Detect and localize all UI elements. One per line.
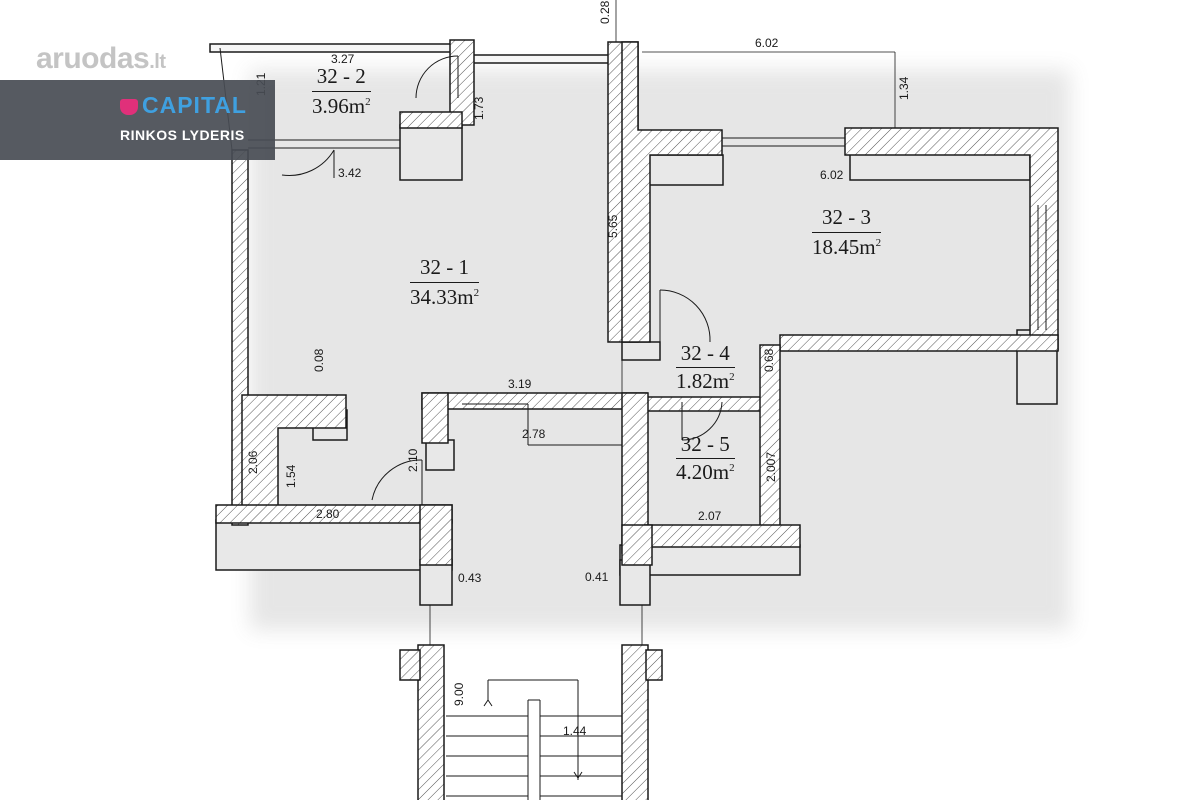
room-32-4: 32 - 4 1.82m2 [676, 341, 735, 393]
room-id: 32 - 3 [822, 205, 872, 229]
dimension-label: 1.34 [897, 76, 911, 100]
room-32-5: 32 - 5 4.20m2 [676, 432, 735, 484]
dimension-label: 2.80 [316, 507, 340, 521]
room-32-2: 32 - 2 3.96m2 [312, 64, 371, 118]
door-swings [281, 55, 723, 505]
dimension-label: 9.00 [452, 682, 466, 706]
dimension-label: 1.73 [472, 96, 486, 120]
room-area: 34.33m [410, 285, 474, 309]
room-area: 18.45m [812, 235, 876, 259]
house-icon [120, 98, 138, 115]
room-area: 3.96m [312, 94, 366, 118]
room-area: 1.82m [676, 369, 730, 393]
watermark-logo: aruodas.lt [36, 42, 166, 75]
room-id: 32 - 4 [680, 341, 730, 365]
dimension-label: 2.07 [698, 509, 722, 523]
dimension-label: 5.65 [606, 214, 620, 238]
dimension-label: 0.41 [585, 570, 609, 584]
room-id: 32 - 1 [420, 255, 470, 279]
room-id: 32 - 5 [680, 432, 730, 456]
dimension-label: 3.42 [338, 166, 362, 180]
dimension-lines [429, 0, 896, 645]
dimension-label: 1.44 [563, 724, 587, 738]
dimension-label: 0.28 [598, 0, 612, 24]
dimension-label: 3.19 [508, 377, 532, 391]
dimension-label: 2.007 [764, 451, 778, 482]
dimension-label: 0.43 [458, 571, 482, 585]
dimension-label: 6.02 [820, 168, 844, 182]
dimension-label: 2.06 [246, 450, 260, 474]
room-area: 4.20m [676, 460, 730, 484]
dimension-label: 3.27 [331, 52, 355, 66]
dimension-label: 2.10 [406, 448, 420, 472]
room-32-3: 32 - 3 18.45m2 [812, 205, 882, 259]
stairs [446, 679, 622, 800]
dimension-label: 0.68 [762, 348, 776, 372]
dimension-label: 0.08 [312, 348, 326, 372]
dimension-label: 2.78 [522, 427, 546, 441]
brand-tagline: RINKOS LYDERIS [120, 127, 245, 143]
room-32-1: 32 - 1 34.33m2 [410, 255, 480, 309]
dimension-label: 1.54 [284, 464, 298, 488]
room-id: 32 - 2 [316, 64, 366, 88]
dimension-label: 6.02 [755, 36, 779, 50]
brand-banner: CAPITAL RINKOS LYDERIS [0, 80, 275, 160]
brand-logo: CAPITAL [120, 92, 247, 119]
wall-tops [209, 39, 1059, 800]
